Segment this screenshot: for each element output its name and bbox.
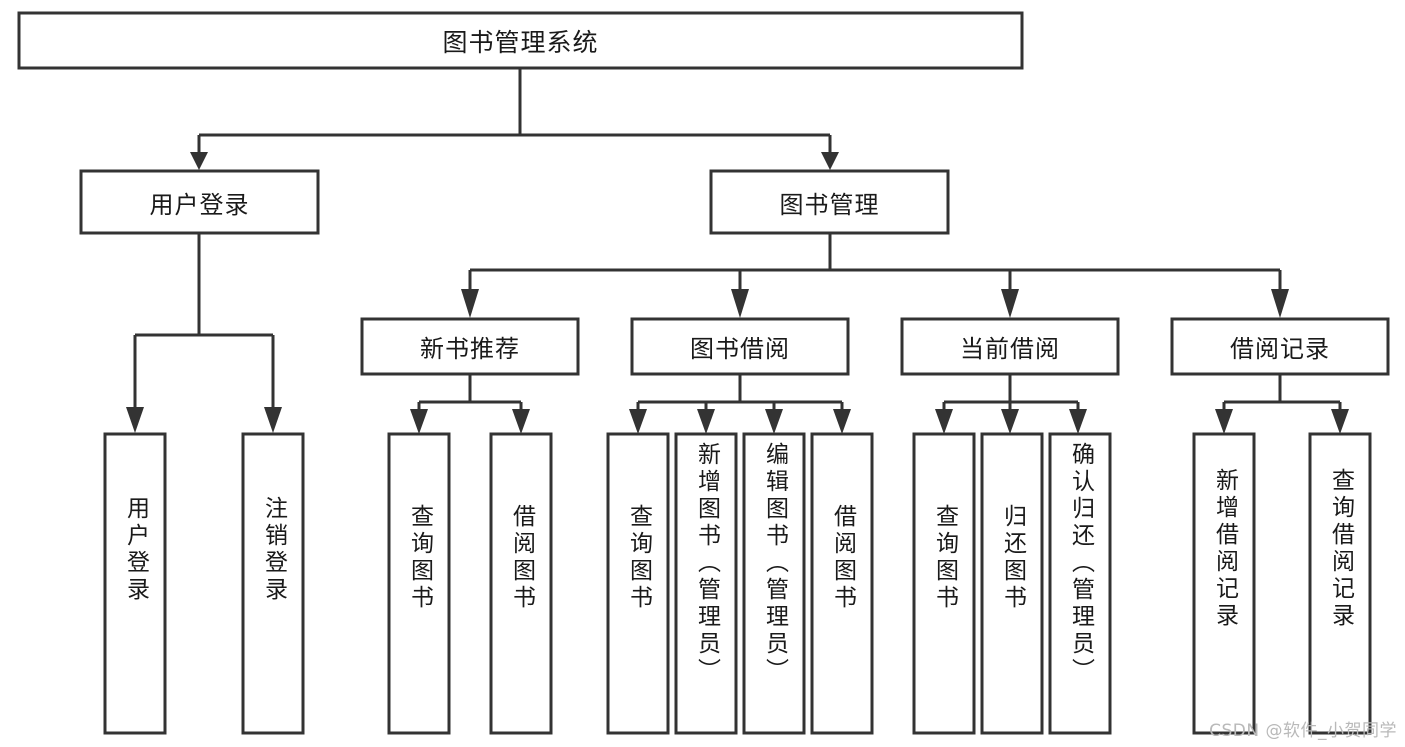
- node-box-leaf-query-record[interactable]: [1308, 432, 1372, 735]
- node-box-leaf-user-login[interactable]: [103, 432, 167, 735]
- node-box-leaf-query-book-3[interactable]: [912, 432, 976, 735]
- watermark-text: CSDN @软件_小贺同学: [1209, 721, 1397, 741]
- node-box-book-manage[interactable]: [709, 169, 950, 235]
- node-box-leaf-edit-book[interactable]: [742, 432, 806, 735]
- node-box-leaf-borrow-book-1[interactable]: [489, 432, 553, 735]
- node-box-leaf-add-book[interactable]: [674, 432, 738, 735]
- arrow-head-leaf-borrow-book-1: [512, 409, 530, 434]
- arrow-head-leaf-edit-book: [765, 409, 783, 434]
- node-box-leaf-return-book[interactable]: [980, 432, 1044, 735]
- node-box-root[interactable]: [17, 11, 1024, 70]
- node-box-leaf-confirm-return[interactable]: [1048, 432, 1112, 735]
- node-box-leaf-logout[interactable]: [241, 432, 305, 735]
- arrow-head-leaf-confirm-return: [1069, 409, 1087, 434]
- arrow-head-leaf-query-record: [1331, 409, 1349, 434]
- arrow-head-leaf-query-book-3: [935, 409, 953, 434]
- arrow-head-book-manage: [821, 152, 839, 170]
- arrow-head-leaf-add-record: [1215, 409, 1233, 434]
- arrow-head-leaf-query-book-2: [629, 409, 647, 434]
- arrow-head-leaf-logout: [264, 407, 282, 433]
- node-box-leaf-query-book-2[interactable]: [606, 432, 670, 735]
- node-box-current-borrow[interactable]: [900, 317, 1120, 376]
- node-box-new-book-rec[interactable]: [360, 317, 580, 376]
- arrow-head-leaf-add-book: [697, 409, 715, 434]
- arrow-head-new-book-rec: [461, 289, 479, 318]
- node-box-book-borrow[interactable]: [630, 317, 850, 376]
- arrow-head-leaf-user-login: [126, 407, 144, 433]
- arrow-head-current-borrow: [1001, 289, 1019, 318]
- arrow-head-leaf-return-book: [1001, 409, 1019, 434]
- node-box-borrow-record[interactable]: [1170, 317, 1390, 376]
- node-box-leaf-query-book-1[interactable]: [387, 432, 451, 735]
- arrow-head-user-login: [190, 152, 208, 170]
- node-box-leaf-borrow-book-2[interactable]: [810, 432, 874, 735]
- arrow-head-book-borrow: [731, 289, 749, 318]
- node-box-leaf-add-record[interactable]: [1192, 432, 1256, 735]
- node-box-user-login[interactable]: [79, 169, 320, 235]
- arrow-head-borrow-record: [1271, 289, 1289, 318]
- arrow-head-leaf-borrow-book-2: [833, 409, 851, 434]
- arrow-head-leaf-query-book-1: [410, 409, 428, 434]
